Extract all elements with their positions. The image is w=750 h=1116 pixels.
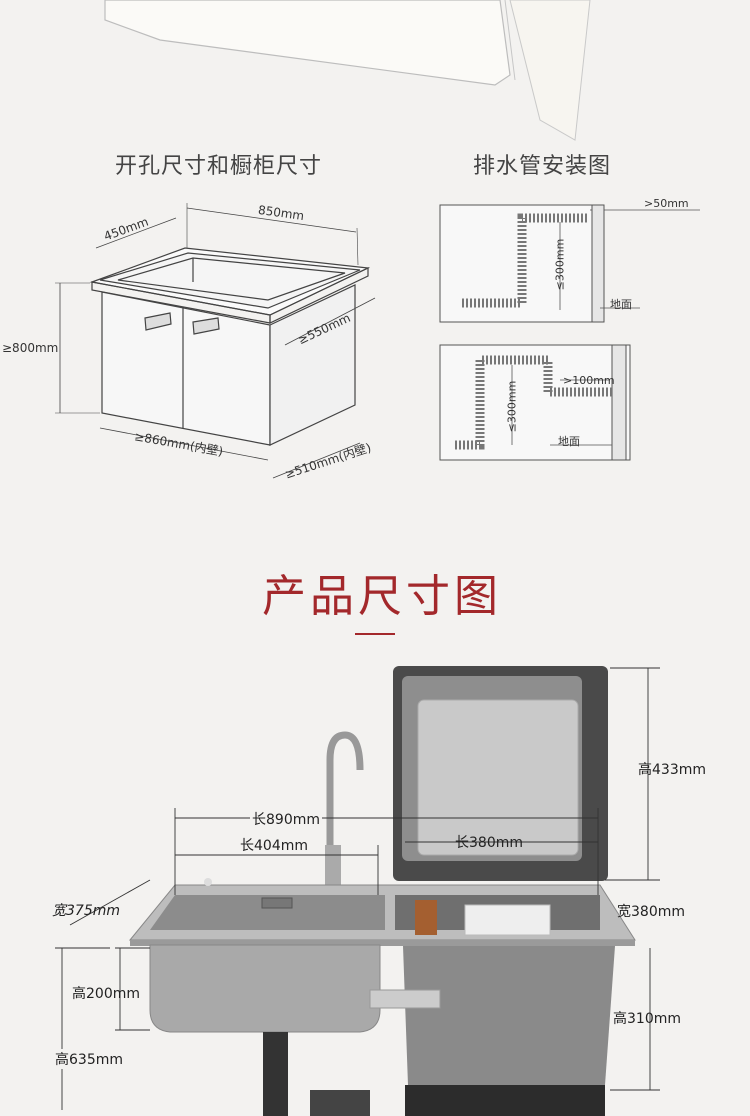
drain-height-top-label: ≤300mm [553, 238, 567, 291]
drain-height-bottom-label: ≤300mm [505, 380, 519, 433]
width-washer-label: 宽380mm [617, 904, 685, 920]
product-dimension-title: 产品尺寸图 [262, 571, 502, 622]
length-total-label: 长890mm [250, 809, 322, 829]
drain-floor-top-label: 地面 [610, 298, 632, 311]
cabinet-drawing [55, 203, 376, 479]
height-lid-label: 高433mm [638, 762, 706, 778]
drain-gap-bottom-label: >100mm [563, 374, 615, 387]
height-total-label: 高635mm [55, 1049, 123, 1069]
cabinet-height-label: ≥800mm [2, 341, 59, 355]
cabinet-section-title: 开孔尺寸和橱柜尺寸 [115, 154, 323, 179]
drain-diagram-bottom [439, 344, 631, 461]
drain-section-title: 排水管安装图 [473, 154, 612, 179]
height-sink-label: 高200mm [72, 986, 140, 1002]
product-drawing [128, 666, 636, 1116]
drain-gap-top-label: >50mm [644, 197, 689, 210]
width-sink-label: 宽375mm [52, 903, 120, 919]
drain-diagram-top [439, 204, 700, 323]
top-product-edge [104, 0, 591, 141]
height-washer-label: 高310mm [613, 1011, 681, 1027]
product-dimension-lines [55, 667, 660, 1110]
length-sink-label: 长404mm [240, 838, 308, 854]
length-washer-label: 长380mm [455, 835, 523, 851]
drain-floor-bottom-label: 地面 [558, 435, 580, 448]
